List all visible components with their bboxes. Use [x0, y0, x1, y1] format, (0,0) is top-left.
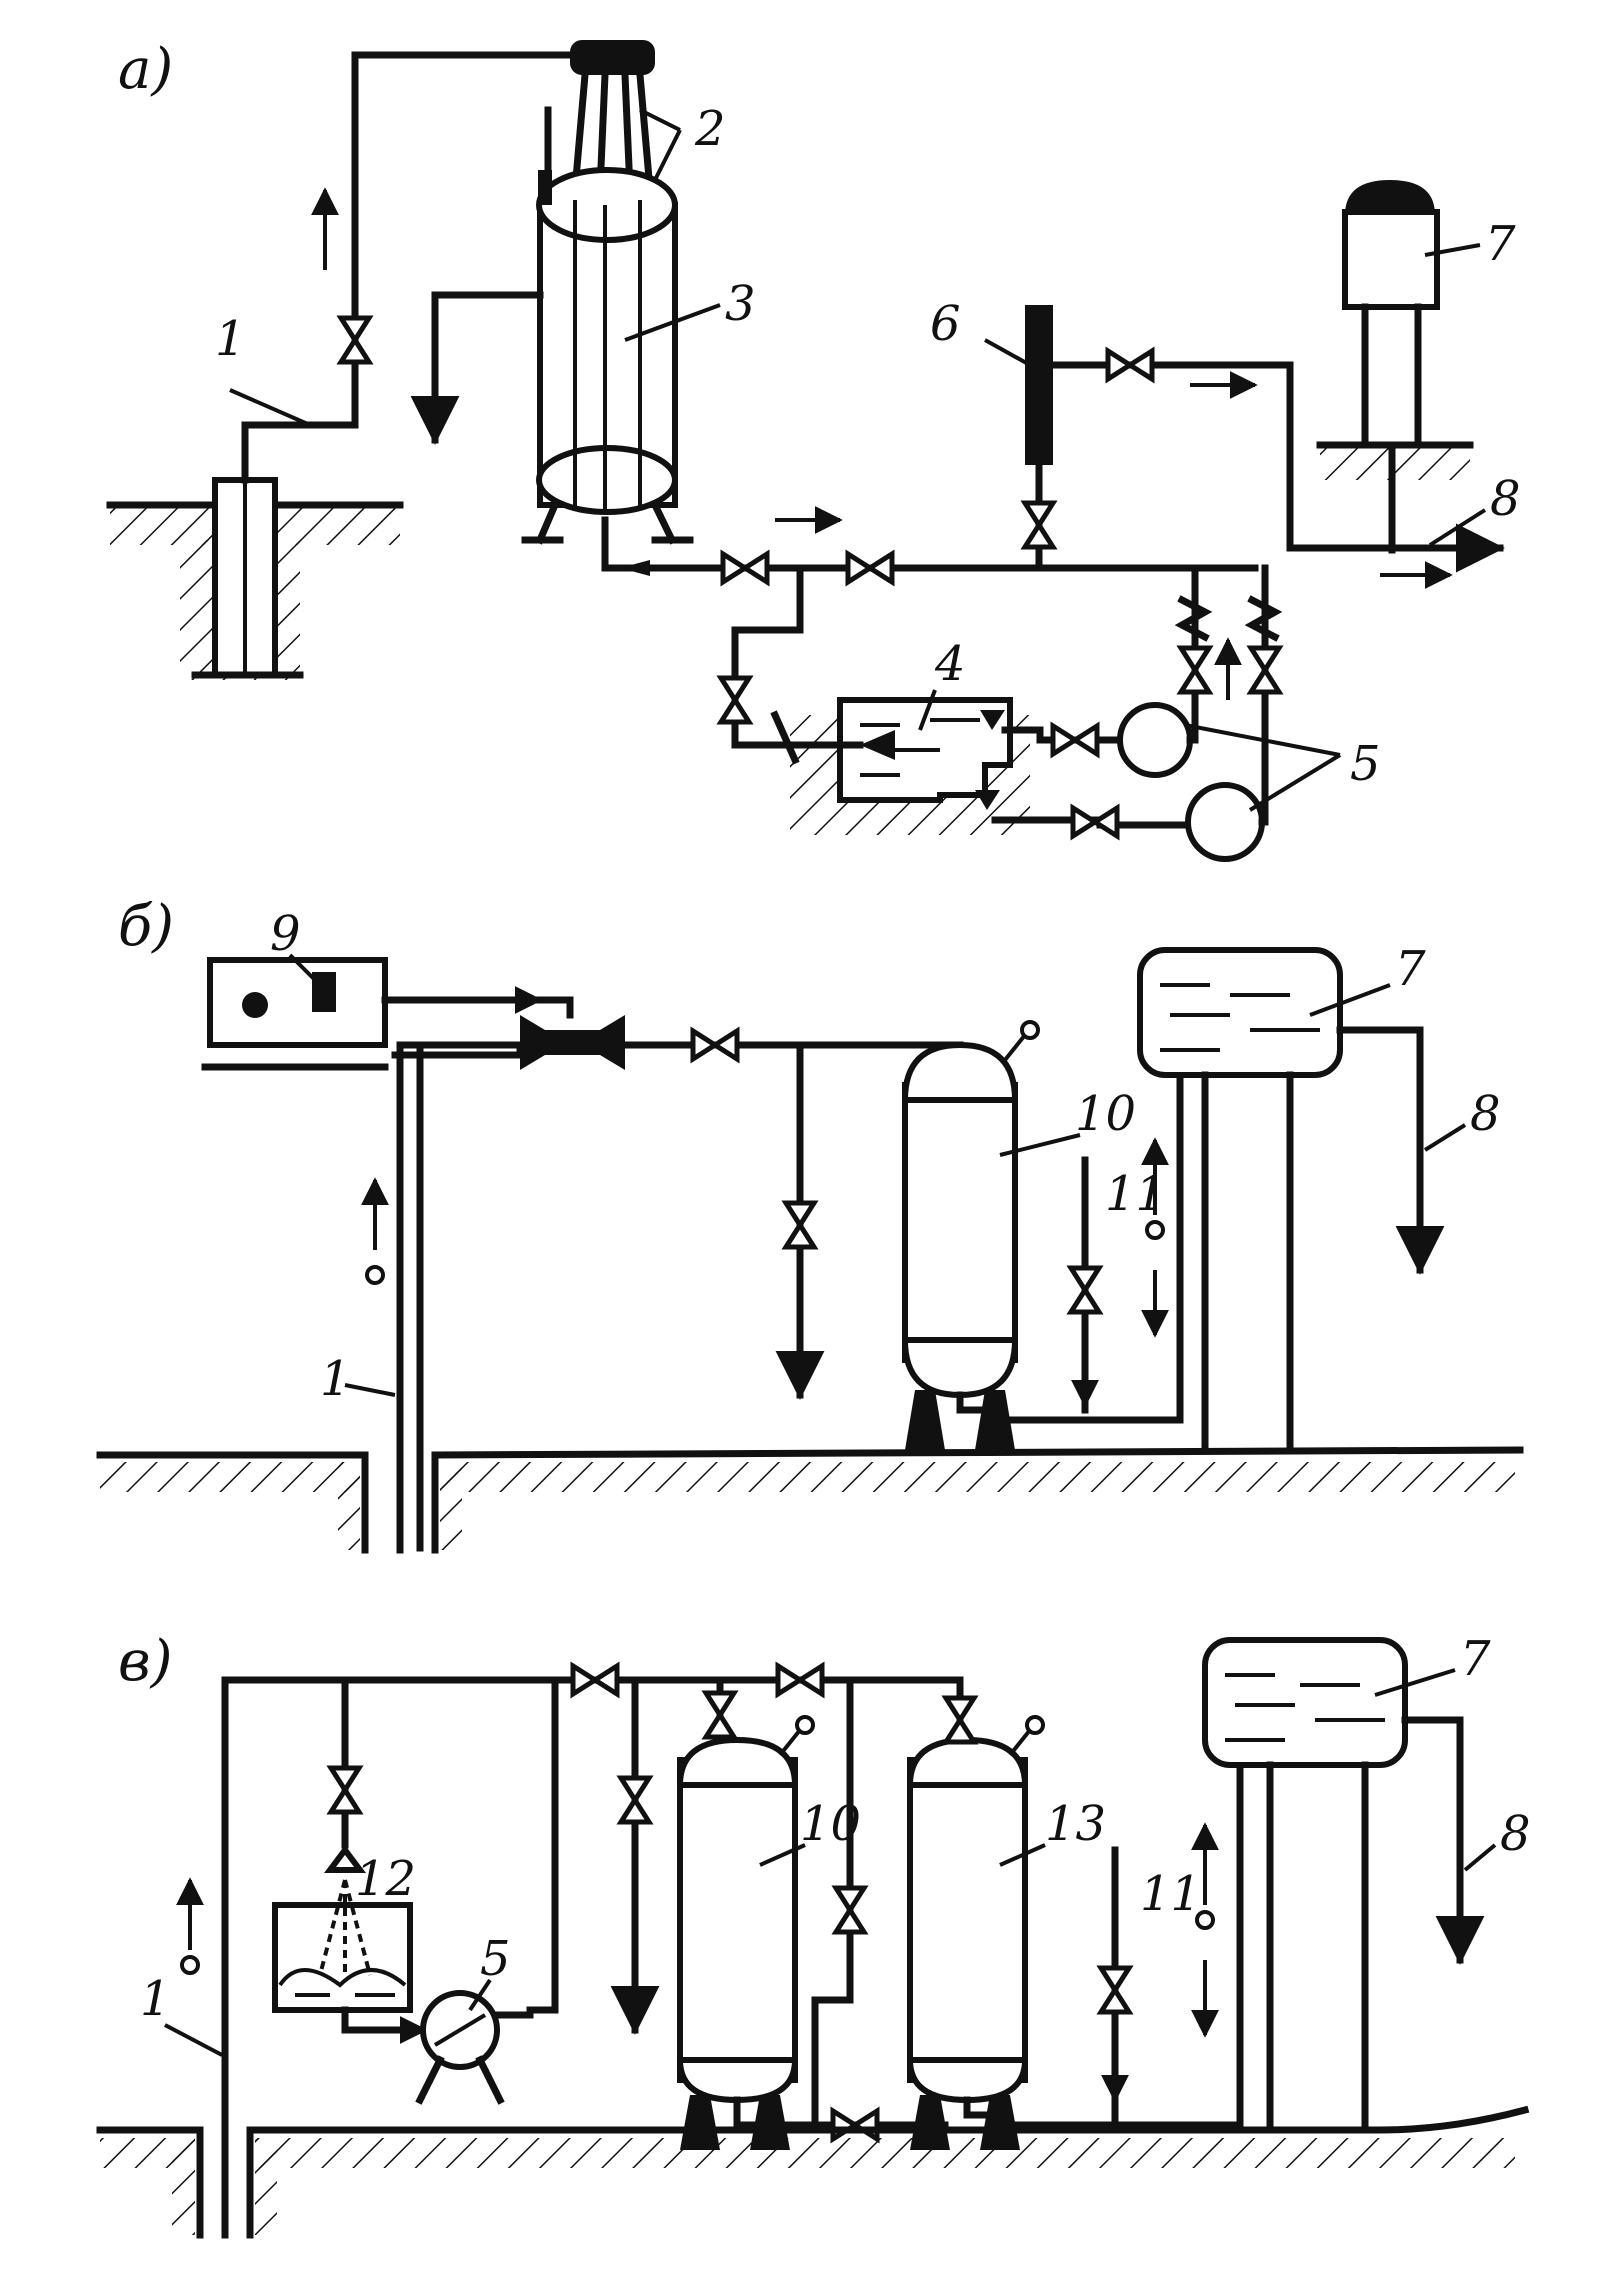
- ground-b: [96, 1446, 1524, 1554]
- label-8-a: 8: [1490, 471, 1521, 527]
- label-5-c: 5: [480, 1931, 511, 1987]
- label-6: 6: [930, 296, 961, 352]
- valve-b-2: [786, 1203, 814, 1247]
- mixer: [520, 1015, 625, 1070]
- label-9: 9: [270, 906, 301, 962]
- panel-b-letter: б): [118, 894, 174, 959]
- pressure-vessel-c-13: [906, 1698, 1244, 2150]
- label-3: 3: [725, 276, 756, 332]
- pump-c: [415, 1990, 559, 2105]
- label-8-b: 8: [1470, 1086, 1501, 1142]
- label-8-c: 8: [1500, 1806, 1531, 1862]
- label-5-a: 5: [1350, 736, 1381, 792]
- valve-a-4: [721, 678, 749, 722]
- pressure-vessel-c-10: [676, 1676, 815, 2150]
- spray-degasser: [272, 1676, 414, 2034]
- panel-b: б) 9: [96, 894, 1524, 1554]
- label-2: 2: [694, 101, 726, 157]
- drain-11-c: [1101, 1822, 1219, 2134]
- valve-a-1: [341, 318, 369, 362]
- storage-basin: [770, 697, 1030, 835]
- label-7-c: 7: [1460, 1631, 1491, 1687]
- label-4: 4: [934, 636, 966, 692]
- ground-c: [96, 2105, 1530, 2239]
- label-12: 12: [355, 1851, 416, 1907]
- water-tower-a: [1316, 180, 1474, 554]
- flow-meter: [1025, 305, 1505, 573]
- valve-c-2: [778, 1666, 822, 1694]
- well: [191, 477, 304, 679]
- valve-b-1: [693, 1031, 737, 1059]
- valve-a-2: [723, 554, 767, 582]
- degasser-tank: [521, 106, 694, 545]
- panel-c-letter: в): [118, 1629, 172, 1694]
- label-1-b: 1: [320, 1351, 351, 1407]
- label-1-c: 1: [140, 1971, 171, 2027]
- pressure-vessel-b: [901, 1020, 1184, 1450]
- water-tower-c: [1202, 1637, 1485, 2134]
- compressor: [201, 957, 574, 1071]
- pipe-1-a: [241, 51, 579, 484]
- drain-11-b: [1071, 1137, 1169, 1414]
- label-11-b: 11: [1105, 1166, 1166, 1222]
- water-tower-b: [1137, 947, 1445, 1454]
- valve-c-1: [573, 1666, 617, 1694]
- panel-a-letter: а): [118, 37, 173, 102]
- valve-a-3: [848, 554, 892, 582]
- panel-c: в) 12: [96, 1629, 1531, 2239]
- label-13: 13: [1045, 1796, 1106, 1852]
- pumps-a: [991, 564, 1283, 862]
- label-10-b: 10: [1075, 1086, 1136, 1142]
- pipe-main-a: [601, 516, 1259, 572]
- label-7-a: 7: [1485, 216, 1516, 272]
- label-7-b: 7: [1395, 941, 1426, 997]
- label-11-c: 11: [1140, 1866, 1201, 1922]
- label-1-a: 1: [215, 311, 246, 367]
- panel-a: а) 1 2: [106, 37, 1521, 862]
